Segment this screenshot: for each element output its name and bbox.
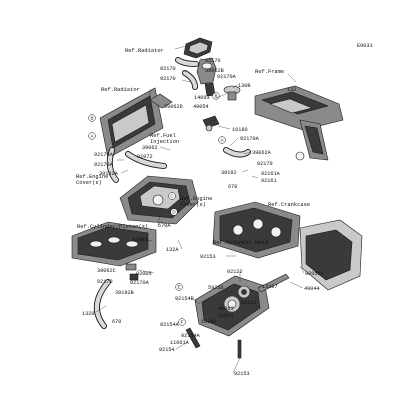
part-label: 92122: [227, 269, 243, 275]
part-label: 13107: [262, 284, 278, 290]
part-label: 59256: [208, 285, 224, 291]
thermostat-cap: [183, 37, 213, 59]
thermostat-housing: [196, 57, 217, 97]
part-label: 670: [112, 319, 121, 325]
part-label: 92170: [97, 279, 113, 285]
engine-cover: [119, 175, 199, 225]
part-label: 92170: [205, 58, 221, 64]
svg-text:D: D: [172, 210, 176, 215]
part-label: 14093: [194, 95, 210, 101]
part-label: 130B: [238, 83, 250, 89]
part-label: 92154B: [175, 296, 194, 302]
part-label: 92005: [132, 237, 148, 243]
part-label: 92170A: [130, 280, 150, 286]
part-label: 132: [287, 87, 296, 93]
part-label: 92072: [137, 154, 153, 160]
top-hose: [175, 57, 199, 67]
engine-hose-mid: [125, 151, 167, 169]
svg-text:B: B: [214, 94, 217, 99]
pump-shaft: [257, 273, 290, 293]
part-label: 92170A: [94, 162, 114, 168]
part-label: 49063: [218, 306, 234, 312]
ref-radiator-left: Ref.Radiator: [101, 87, 140, 93]
part-label: 39062D: [164, 104, 183, 110]
fuel-injection-fitting: [202, 115, 220, 132]
part-label: 49044: [304, 286, 320, 292]
part-label: 39062C: [97, 268, 116, 274]
part-label: 670: [228, 184, 237, 190]
part-label: 92122: [241, 300, 257, 306]
callout-B-right: B: [212, 92, 220, 100]
svg-text:F: F: [181, 320, 184, 325]
callout-B-left: B: [88, 114, 96, 122]
part-label: 92170A: [94, 152, 114, 158]
part-label: 16180: [232, 127, 248, 133]
radiator-left-hose: [106, 147, 119, 183]
part-label: 39062: [142, 145, 158, 151]
part-label: 92170A: [240, 136, 260, 142]
part-label: 39062B: [205, 68, 224, 74]
part-label: 39192A: [99, 171, 119, 177]
callout-E: E: [175, 283, 183, 291]
diagram-code: E0031: [357, 43, 373, 49]
part-label: 39192B: [115, 290, 134, 296]
cylinder-block: [71, 221, 157, 267]
frame-section: [254, 85, 344, 161]
upper-small-hose: [182, 70, 198, 90]
ref-cylinder-head: Ref.Cylinder Head: [213, 240, 268, 246]
part-label: 92153: [234, 371, 250, 377]
callout-C: C: [168, 192, 176, 200]
svg-text:C: C: [170, 194, 174, 199]
svg-text:B: B: [90, 116, 93, 121]
small-fittings: [125, 263, 139, 281]
part-label: 39062A: [252, 150, 272, 156]
radiator-section: [99, 87, 173, 159]
part-label: 39192: [221, 170, 237, 176]
part-label: 92154A: [160, 322, 180, 328]
callout-A-left: A: [88, 132, 96, 140]
ref-frame: Ref.Frame: [255, 69, 284, 75]
leader-lines: [95, 45, 305, 374]
water-pump-impeller: [237, 285, 251, 299]
part-label: 92055A: [305, 271, 325, 277]
part-label: 92161A: [261, 171, 281, 177]
part-label: 132A: [166, 247, 179, 253]
part-label: 92170: [160, 66, 176, 72]
svg-text:A: A: [90, 134, 94, 139]
part-label: 92005: [136, 271, 152, 277]
center-bypass-hose: [223, 147, 251, 158]
part-label: 11061: [218, 313, 234, 319]
callout-A-right: A: [218, 136, 226, 144]
bottom-bolts: [185, 327, 242, 359]
part-labels: 92170 39062B 92170A 92170 92170 14093 13…: [82, 58, 325, 377]
lower-left-hose: [94, 279, 111, 329]
thermostat-valve: [223, 85, 241, 101]
part-label: 11061A: [170, 340, 190, 346]
part-label: 92170: [160, 76, 176, 82]
part-label: 670A: [158, 223, 171, 229]
part-label: 49054: [193, 104, 209, 110]
part-label: 1320: [82, 311, 94, 317]
part-label: 92154: [159, 347, 175, 353]
ref-cylinder-piston: Ref.Cylinder/Piston(s): [77, 224, 148, 230]
part-label: 92170A: [217, 74, 237, 80]
ref-radiator-top: Ref.Radiator: [125, 48, 164, 54]
part-label: 92170: [257, 161, 273, 167]
svg-text:A: A: [220, 138, 224, 143]
part-label: 92161: [261, 178, 277, 184]
callout-D: D: [170, 208, 178, 216]
part-label: 92153: [200, 254, 216, 260]
callout-F: F: [178, 318, 186, 326]
part-label: 16142: [201, 319, 217, 325]
part-label: 92154A: [181, 333, 201, 339]
svg-text:E: E: [177, 285, 180, 290]
ref-crankcase: Ref.Crankcase: [268, 202, 310, 208]
crankcase-block: [212, 201, 363, 291]
